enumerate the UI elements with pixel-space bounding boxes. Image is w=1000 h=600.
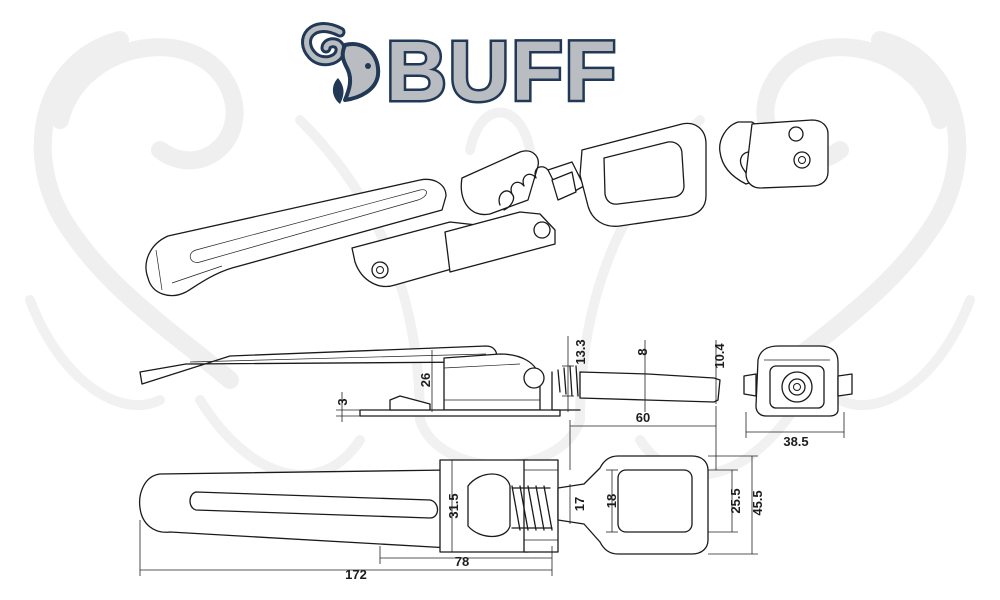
dimension-labels: 13.3 8 10.4 26 3 60 38.5 31.5 17 18 25.5…	[335, 339, 809, 582]
top-spring	[511, 485, 553, 531]
iso-spring	[498, 166, 549, 211]
side-view	[139, 345, 853, 417]
iso-lever-slot	[189, 189, 427, 263]
ram-horn-icon	[301, 22, 381, 104]
dim-spring-height: 13.3	[573, 339, 588, 364]
iso-keeper-plate	[745, 119, 829, 189]
top-lever-slot	[189, 491, 439, 519]
dim-loop-outer-width: 45.5	[750, 490, 765, 515]
buff-logo: BUFF	[301, 22, 618, 121]
dim-handle-thickness: 8	[635, 348, 650, 355]
side-spring	[551, 365, 581, 411]
isometric-view	[145, 119, 829, 297]
top-view	[138, 455, 709, 555]
dim-body-length: 78	[455, 554, 469, 569]
dim-keeper-width: 38.5	[783, 434, 808, 449]
dim-loop-inner-width: 18	[604, 494, 619, 508]
iso-lever-arm	[460, 150, 539, 216]
dim-body-width: 31.5	[446, 493, 461, 518]
side-loop	[579, 371, 721, 403]
dim-base-thickness: 3	[335, 398, 350, 405]
dim-lever-height: 26	[418, 373, 433, 387]
iso-body	[444, 211, 556, 273]
dimension-lines	[139, 336, 845, 576]
dim-loop-inner-length: 25.5	[728, 488, 743, 513]
dim-overall-length: 172	[345, 567, 367, 582]
logo-text: BUFF	[386, 24, 618, 118]
side-base	[359, 409, 561, 417]
top-cam	[467, 473, 511, 538]
top-loop-window	[617, 469, 693, 533]
dim-spring-width: 17	[572, 497, 587, 511]
dim-loop-height: 10.4	[712, 343, 727, 369]
dim-loop-length: 60	[636, 410, 650, 425]
